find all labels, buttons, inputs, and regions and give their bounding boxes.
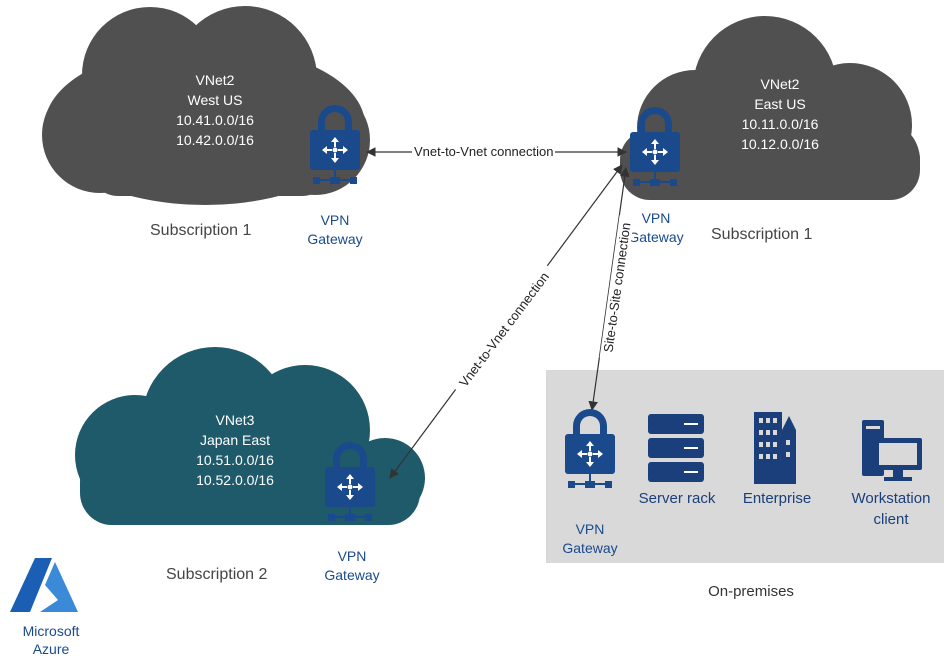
vnet-west-info: VNet2 West US 10.41.0.0/16 10.42.0.0/16 — [160, 70, 270, 150]
azure-label-line1: Microsoft — [22, 623, 80, 639]
vnet-east-name: VNet2 — [760, 76, 800, 92]
gateway-label-east: VPN Gateway — [621, 209, 691, 247]
vnet-west-cidr2: 10.42.0.0/16 — [176, 132, 254, 148]
vnet-east-cidr2: 10.12.0.0/16 — [741, 136, 819, 152]
gateway-label-onprem: VPN Gateway — [555, 520, 625, 558]
gateway-label-line2: Gateway — [628, 229, 684, 245]
subscription-japan: Subscription 2 — [166, 566, 268, 583]
gateway-label-line2: Gateway — [562, 540, 618, 556]
gateway-label-line1: VPN — [320, 212, 350, 228]
server-rack-label: Server rack — [638, 490, 716, 507]
server-rack-icon — [648, 414, 704, 482]
workstation-label: Workstation client — [838, 488, 944, 530]
gateway-label-line1: VPN — [575, 521, 605, 537]
workstation-label-line1: Workstation — [851, 490, 931, 507]
workstation-label-line2: client — [873, 511, 909, 528]
workstation-icon — [862, 420, 922, 481]
gateway-label-line1: VPN — [641, 210, 671, 226]
subscription-west: Subscription 1 — [150, 222, 252, 239]
enterprise-label: Enterprise — [742, 490, 812, 507]
azure-logo-icon — [10, 558, 78, 612]
vnet-japan-cidr2: 10.52.0.0/16 — [196, 472, 274, 488]
subscription-east: Subscription 1 — [711, 226, 813, 243]
gateway-label-line2: Gateway — [324, 567, 380, 583]
vnet-japan-name: VNet3 — [215, 412, 255, 428]
gateway-label-west: VPN Gateway — [300, 211, 370, 249]
azure-logo-label: Microsoft Azure — [6, 622, 96, 658]
azure-label-line2: Azure — [32, 641, 70, 657]
vnet-japan-cidr1: 10.51.0.0/16 — [196, 452, 274, 468]
enterprise-building-icon — [754, 412, 796, 484]
vnet-west-region: West US — [187, 92, 243, 108]
vnet-east-cidr1: 10.11.0.0/16 — [741, 116, 819, 132]
cloud-west-us — [42, 6, 370, 205]
gateway-label-line2: Gateway — [307, 231, 363, 247]
vnet-japan-info: VNet3 Japan East 10.51.0.0/16 10.52.0.0/… — [180, 410, 290, 490]
onprem-title: On-premises — [708, 583, 794, 600]
gateway-label-japan: VPN Gateway — [317, 547, 387, 585]
connection-label-west-east: Vnet-to-Vnet connection — [412, 144, 556, 159]
vnet-west-cidr1: 10.41.0.0/16 — [176, 112, 254, 128]
vnet-west-name: VNet2 — [195, 72, 235, 88]
gateway-label-line1: VPN — [337, 548, 367, 564]
vnet-japan-region: Japan East — [199, 432, 271, 448]
vnet-east-region: East US — [754, 96, 806, 112]
vnet-east-info: VNet2 East US 10.11.0.0/16 10.12.0.0/16 — [725, 74, 835, 154]
